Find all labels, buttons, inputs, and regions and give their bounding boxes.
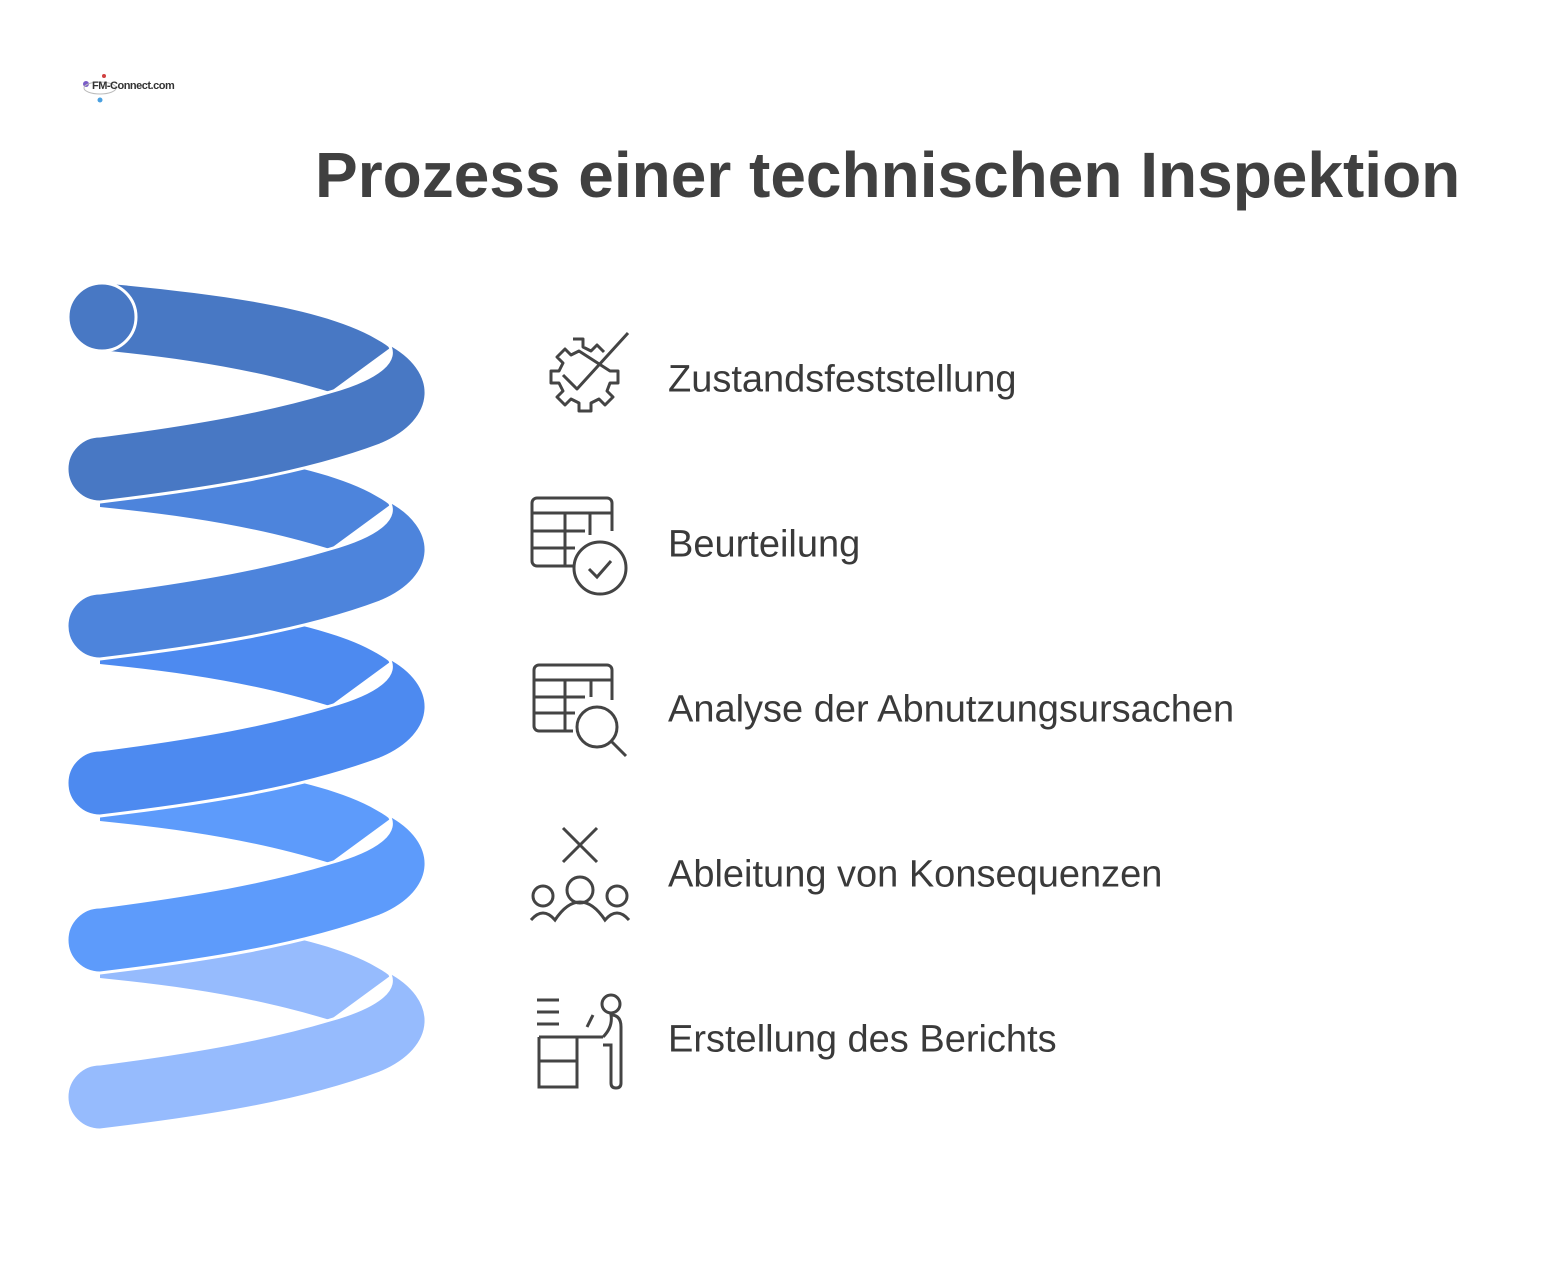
step-5: Erstellung des Berichts — [525, 985, 1425, 1095]
step-label: Zustandsfeststellung — [668, 358, 1017, 401]
page-title: Prozess einer technischen Inspektion — [315, 139, 1461, 211]
step-label: Analyse der Abnutzungsursachen — [668, 688, 1235, 731]
step-1: Zustandsfeststellung — [525, 325, 1425, 435]
step-label: Beurteilung — [668, 523, 861, 566]
step-4: Ableitung von Konsequenzen — [525, 820, 1425, 930]
presenter-desk-icon — [537, 993, 623, 1090]
step-2: Beurteilung — [525, 490, 1425, 600]
spring-back-strand — [100, 283, 390, 392]
table-search-icon — [532, 663, 628, 758]
logo-graphic-icon — [83, 74, 117, 103]
spring-front-strand — [65, 812, 428, 975]
spring-front-strand — [65, 341, 428, 504]
step-label: Ableitung von Konsequenzen — [668, 853, 1163, 896]
gear-check-icon — [549, 331, 630, 413]
table-check-icon — [530, 496, 628, 596]
spring-front-strand — [65, 498, 428, 661]
spring-diagram — [65, 281, 428, 1132]
logo — [78, 70, 158, 110]
spring-front-strand — [65, 969, 428, 1132]
logo-text: FM-Connect.com — [92, 80, 175, 92]
spring-end-cap — [66, 281, 138, 353]
spring-front-strand — [65, 655, 428, 818]
people-x-icon — [529, 826, 631, 923]
spring-coil-back — [66, 281, 390, 392]
step-3: Analyse der Abnutzungsursachen — [525, 655, 1425, 765]
step-label: Erstellung des Berichts — [668, 1018, 1057, 1061]
